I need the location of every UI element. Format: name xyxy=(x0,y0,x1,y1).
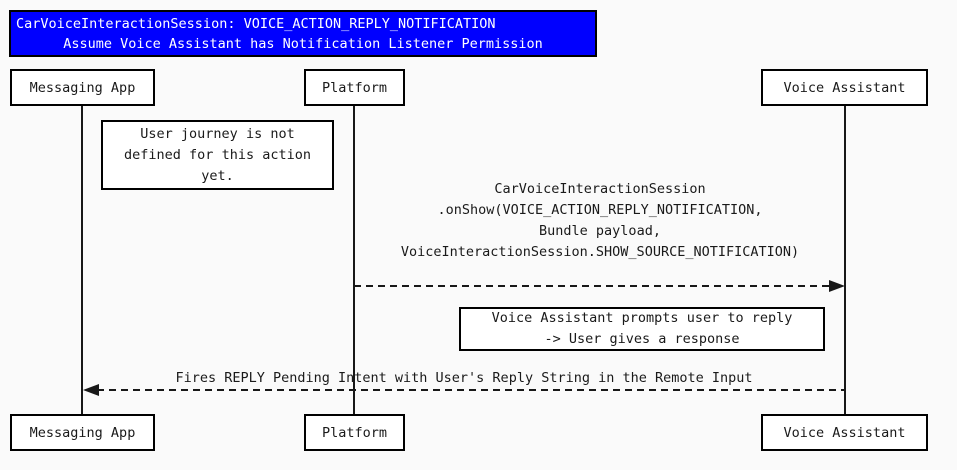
message-label-onshow-line-4: VoiceInteractionSession.SHOW_SOURCE_NOTI… xyxy=(400,244,800,260)
lifeline-voice-assistant xyxy=(844,105,846,415)
message-label-reply-pending-intent: Fires REPLY Pending Intent with User's R… xyxy=(83,368,845,389)
note-user-journey-line-3: yet. xyxy=(201,167,234,184)
message-label-onshow-line-1: CarVoiceInteractionSession xyxy=(494,181,706,197)
participant-box-platform-bottom[interactable]: Platform xyxy=(304,414,405,451)
note-user-journey: User journey is not defined for this act… xyxy=(101,120,334,190)
participant-label-voice-assistant-bottom: Voice Assistant xyxy=(783,424,906,441)
note-prompt-user-line-2: -> User gives a response xyxy=(544,331,740,347)
note-prompt-user-line-1: Voice Assistant prompts user to reply xyxy=(491,310,793,326)
participant-box-platform-top[interactable]: Platform xyxy=(304,69,405,106)
diagram-title-line-2: Assume Voice Assistant has Notification … xyxy=(63,35,543,52)
participant-box-messaging-app-bottom[interactable]: Messaging App xyxy=(10,414,155,451)
participant-label-platform-top: Platform xyxy=(321,79,388,96)
participant-label-messaging-app-bottom: Messaging App xyxy=(29,424,136,441)
participant-box-voice-assistant-top[interactable]: Voice Assistant xyxy=(761,69,928,106)
participant-box-voice-assistant-bottom[interactable]: Voice Assistant xyxy=(761,414,928,451)
message-arrow-onshow xyxy=(354,280,845,292)
message-label-onshow: CarVoiceInteractionSession .onShow(VOICE… xyxy=(355,179,845,263)
message-arrow-reply-pending-intent xyxy=(83,384,845,396)
note-user-journey-line-1: User journey is not xyxy=(140,125,295,142)
note-user-journey-line-2: defined for this action xyxy=(124,146,311,163)
message-label-onshow-line-2: .onShow(VOICE_ACTION_REPLY_NOTIFICATION, xyxy=(437,202,763,218)
message-label-onshow-line-3: Bundle payload, xyxy=(539,223,661,239)
participant-label-platform-bottom: Platform xyxy=(321,424,388,441)
message-label-reply-pending-intent-line-1: Fires REPLY Pending Intent with User's R… xyxy=(175,370,753,386)
note-prompt-user: Voice Assistant prompts user to reply ->… xyxy=(459,307,825,351)
participant-label-voice-assistant-top: Voice Assistant xyxy=(783,79,906,96)
participant-box-messaging-app-top[interactable]: Messaging App xyxy=(10,69,155,106)
lifeline-messaging-app xyxy=(81,105,83,415)
lifeline-platform xyxy=(353,105,355,415)
diagram-title-line-1: CarVoiceInteractionSession: VOICE_ACTION… xyxy=(16,15,496,32)
participant-label-messaging-app-top: Messaging App xyxy=(29,79,136,96)
diagram-title-banner: CarVoiceInteractionSession: VOICE_ACTION… xyxy=(9,10,597,57)
